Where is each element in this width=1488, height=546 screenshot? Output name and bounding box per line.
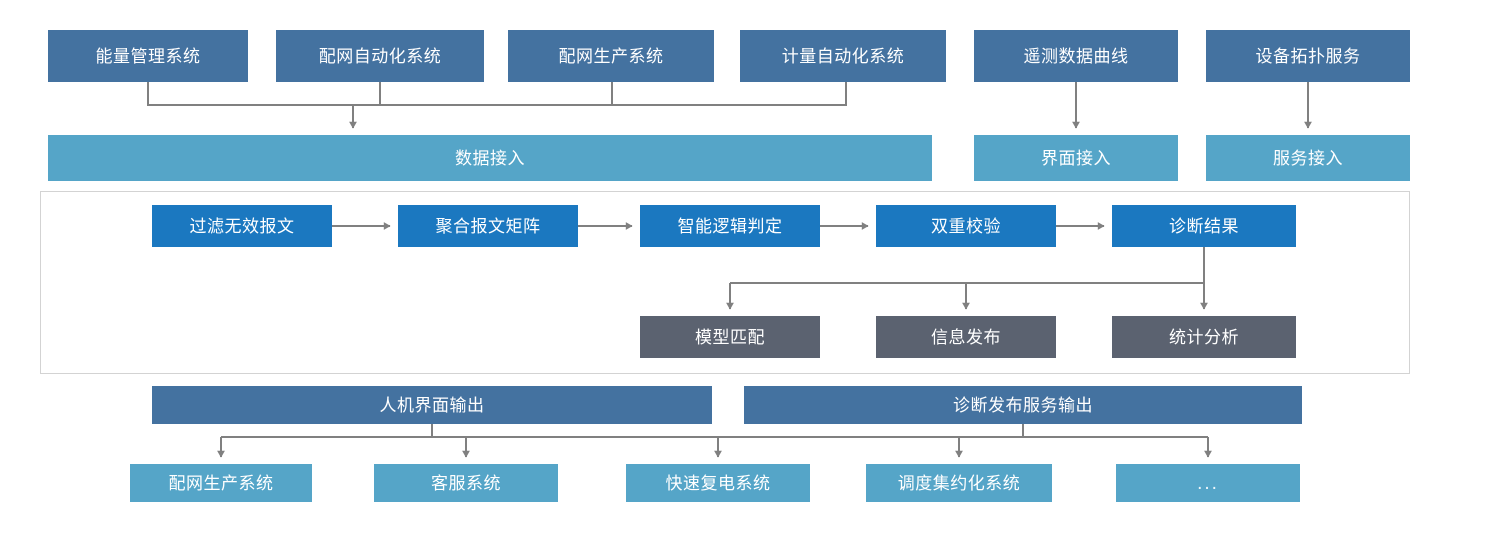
connector-service-output-to-consumers (718, 424, 1212, 458)
consumer-box-fast-power-restoration[interactable]: 快速复电系统 (626, 464, 810, 502)
pipeline-box-double-verification[interactable]: 双重校验 (876, 205, 1056, 247)
source-box-metering-automation[interactable]: 计量自动化系统 (740, 30, 946, 82)
source-box-distribution-automation[interactable]: 配网自动化系统 (276, 30, 484, 82)
source-box-device-topology-service[interactable]: 设备拓扑服务 (1206, 30, 1410, 82)
access-bar-data-access[interactable]: 数据接入 (48, 135, 932, 181)
pipeline-box-aggregate-message-matrix[interactable]: 聚合报文矩阵 (398, 205, 578, 247)
source-box-distribution-production[interactable]: 配网生产系统 (508, 30, 714, 82)
consumer-box-distribution-production[interactable]: 配网生产系统 (130, 464, 312, 502)
connector-sources-to-data-access (147, 82, 847, 129)
source-box-energy-management[interactable]: 能量管理系统 (48, 30, 248, 82)
consumer-box-more-ellipsis[interactable]: ... (1116, 464, 1300, 502)
consumer-box-customer-service[interactable]: 客服系统 (374, 464, 558, 502)
sink-box-model-matching[interactable]: 模型匹配 (640, 316, 820, 358)
output-bar-human-machine-interface[interactable]: 人机界面输出 (152, 386, 712, 424)
pipeline-box-diagnosis-result[interactable]: 诊断结果 (1112, 205, 1296, 247)
sink-box-statistical-analysis[interactable]: 统计分析 (1112, 316, 1296, 358)
connector-ui-output-to-consumers (217, 424, 722, 458)
access-bar-service-access[interactable]: 服务接入 (1206, 135, 1410, 181)
consumer-box-dispatch-intensive[interactable]: 调度集约化系统 (866, 464, 1052, 502)
output-bar-diagnosis-publishing-service[interactable]: 诊断发布服务输出 (744, 386, 1302, 424)
pipeline-box-filter-invalid-messages[interactable]: 过滤无效报文 (152, 205, 332, 247)
access-bar-ui-access[interactable]: 界面接入 (974, 135, 1178, 181)
processing-layer-frame (40, 191, 1410, 374)
source-box-telemetry-curve[interactable]: 遥测数据曲线 (974, 30, 1178, 82)
pipeline-box-intelligent-logic-decision[interactable]: 智能逻辑判定 (640, 205, 820, 247)
sink-box-information-publishing[interactable]: 信息发布 (876, 316, 1056, 358)
